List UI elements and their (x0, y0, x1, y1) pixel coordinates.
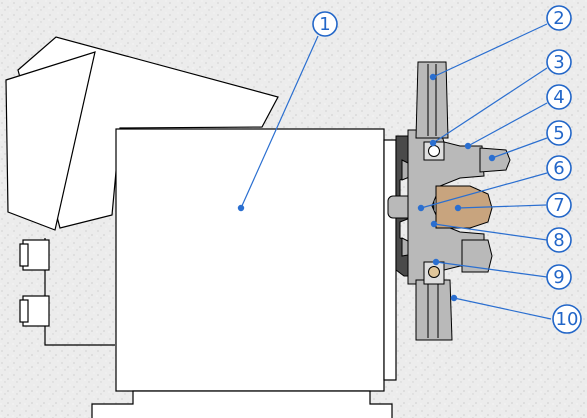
leader-line-7 (457, 204, 547, 209)
callout-5: 5 (546, 120, 572, 146)
upper-valve-stem (415, 61, 449, 139)
housing-body (115, 128, 385, 392)
callout-7: 7 (546, 192, 572, 218)
leader-dot-5 (488, 154, 496, 162)
leader-dot-10 (450, 294, 458, 302)
callout-3: 3 (546, 49, 572, 75)
callout-circle-7 (546, 192, 572, 218)
housing-base (91, 390, 393, 418)
callout-1: 1 (312, 11, 338, 37)
callout-8: 8 (546, 227, 572, 253)
leader-dot-3 (429, 139, 437, 147)
leader-line-2 (432, 23, 548, 78)
leader-line-3 (432, 67, 548, 144)
leader-line-8 (433, 223, 548, 241)
callout-circle-4 (546, 84, 572, 110)
nut-upper (479, 147, 511, 173)
callout-group: 1 2 3 4 5 6 7 8 9 10 (312, 5, 582, 334)
valve-balls (423, 141, 445, 285)
callout-number-9: 9 (553, 267, 564, 288)
connector-upper-inner (19, 243, 29, 267)
callout-number-5: 5 (553, 123, 564, 144)
callout-circle-2 (546, 5, 572, 31)
callout-number-4: 4 (553, 87, 564, 108)
callout-circle-10 (552, 304, 582, 334)
lower-valve-stem (415, 279, 453, 341)
callout-circle-9 (546, 264, 572, 290)
leader-dot-1 (237, 204, 245, 212)
callout-number-2: 2 (553, 8, 564, 29)
leader-line-6 (420, 172, 548, 209)
callout-2: 2 (546, 5, 572, 31)
lower-valve-ball (428, 266, 440, 278)
callout-number-7: 7 (553, 195, 564, 216)
connector-blocks (19, 238, 115, 346)
nut-lower (461, 239, 493, 273)
leader-dot-6 (417, 204, 425, 212)
leader-line-4 (467, 102, 548, 147)
leader-dot-9 (432, 258, 440, 266)
leader-dot-4 (464, 142, 472, 150)
connector-lower-inner (19, 299, 29, 323)
callout-number-8: 8 (553, 230, 564, 251)
callout-circle-8 (546, 227, 572, 253)
callout-6: 6 (546, 155, 572, 181)
leader-lines (237, 23, 552, 320)
main-housing (91, 128, 397, 418)
leader-line-1 (240, 35, 319, 209)
callout-number-10: 10 (556, 309, 579, 330)
leader-line-5 (491, 137, 548, 159)
housing-front-plate (383, 139, 397, 381)
callout-number-6: 6 (553, 158, 564, 179)
callout-10: 10 (552, 304, 582, 334)
callout-4: 4 (546, 84, 572, 110)
callout-circle-1 (312, 11, 338, 37)
callout-number-1: 1 (319, 14, 330, 35)
callout-9: 9 (546, 264, 572, 290)
leader-dot-2 (429, 73, 437, 81)
callout-circle-6 (546, 155, 572, 181)
upper-valve-ball (428, 145, 440, 157)
leader-dot-8 (430, 220, 438, 228)
control-unit (5, 36, 279, 231)
callout-number-3: 3 (553, 52, 564, 73)
cable-housing-line (44, 238, 115, 346)
leader-dot-7 (454, 204, 462, 212)
leader-line-10 (453, 297, 552, 320)
bleed-valve-part (435, 185, 493, 229)
callout-circle-3 (546, 49, 572, 75)
callout-circle-5 (546, 120, 572, 146)
control-unit-front-panel (5, 51, 96, 231)
leader-line-9 (435, 261, 548, 278)
